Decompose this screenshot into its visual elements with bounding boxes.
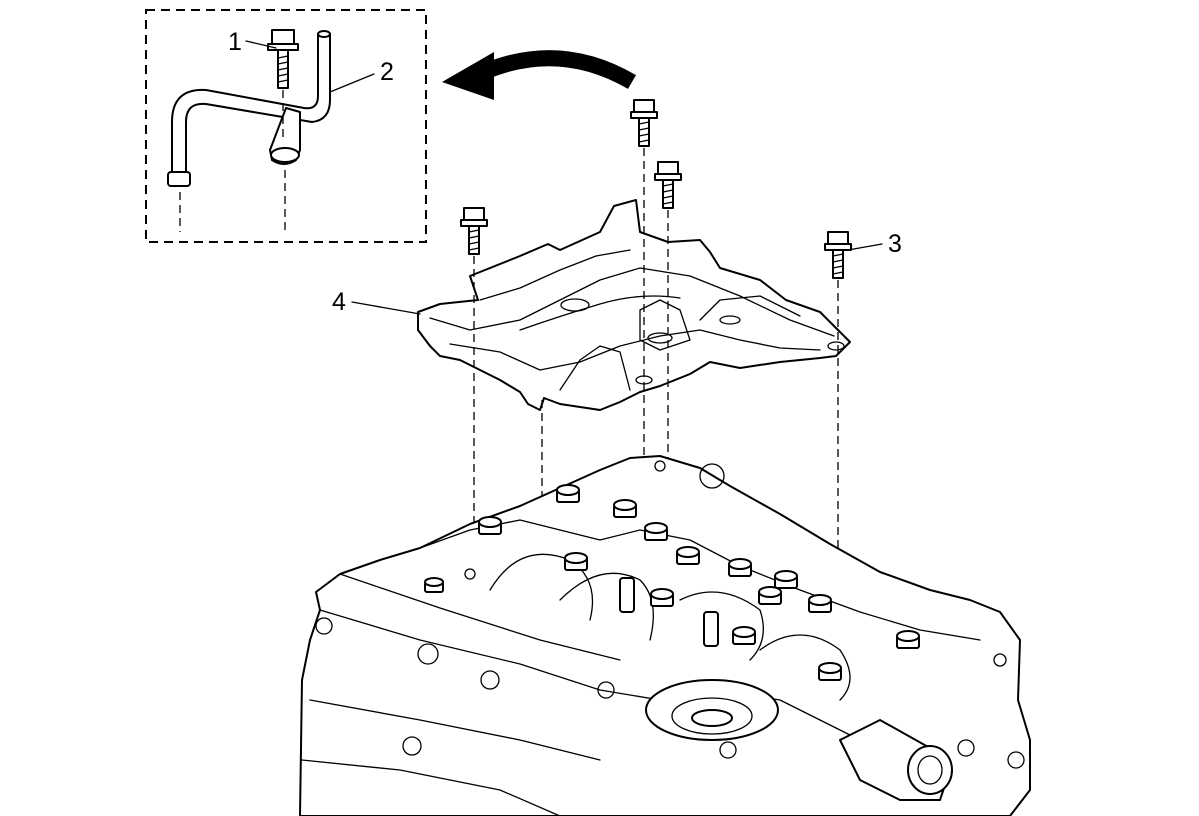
detail-inset bbox=[145, 9, 427, 243]
main-bearing-bolts bbox=[424, 484, 920, 681]
studs bbox=[619, 577, 719, 647]
detail-inset-border bbox=[145, 9, 427, 243]
pipe-bolt bbox=[267, 29, 299, 89]
callout-labels: 1 2 3 4 bbox=[228, 28, 902, 316]
bolt bbox=[654, 161, 682, 209]
windage-tray-bolts bbox=[460, 99, 852, 279]
bolt bbox=[824, 231, 852, 279]
leader-lines bbox=[245, 40, 883, 315]
callout-1: 1 bbox=[228, 28, 242, 56]
engine-block bbox=[299, 455, 1031, 816]
curved-arrow-icon bbox=[442, 50, 637, 100]
callout-2: 2 bbox=[380, 58, 394, 86]
bolt bbox=[460, 207, 488, 255]
bolt bbox=[630, 99, 658, 147]
callout-3: 3 bbox=[888, 230, 902, 258]
windage-tray bbox=[417, 199, 851, 411]
oil-pipe bbox=[167, 30, 331, 187]
callout-4: 4 bbox=[332, 288, 346, 316]
alignment-lines bbox=[473, 148, 839, 660]
block-holes bbox=[315, 460, 1025, 769]
